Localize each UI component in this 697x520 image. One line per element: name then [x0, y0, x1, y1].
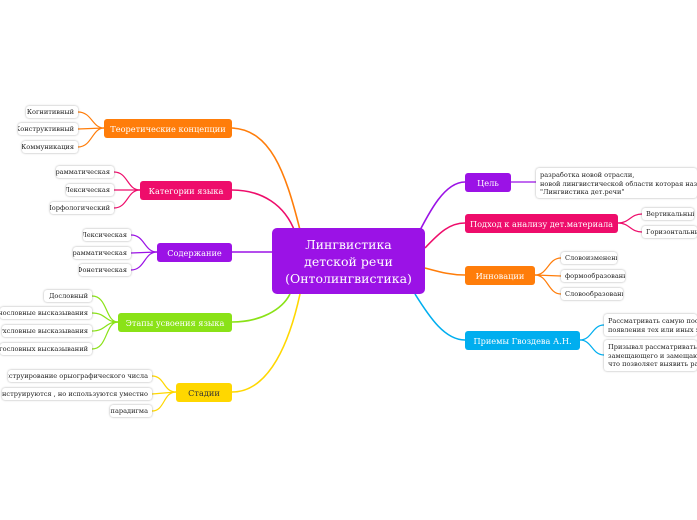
- leaf-gorizontalnyy[interactable]: Горизонтальный: [642, 226, 697, 238]
- leaf-leksicheskaya-1[interactable]: Лексическая: [66, 184, 114, 196]
- leaf-leksicheskaya-2[interactable]: Лексическая: [83, 229, 131, 241]
- leaf-priemy-1-line-1: Рассматривать самую послед: [608, 317, 697, 325]
- topic-tsel[interactable]: Цель: [465, 173, 511, 192]
- leaf-slovoizmeneniya[interactable]: Словоизменения: [561, 252, 617, 264]
- connector-etapy: [231, 293, 291, 323]
- leaf-priemy-2-line-2: замещающего и замещающего: [608, 351, 697, 360]
- leaf-priemy-2-line-1: Призывал рассматривать соо: [608, 343, 697, 351]
- leaf-paradigma[interactable]: парадигма: [110, 405, 152, 417]
- connector-stadii: [231, 293, 301, 393]
- leaf-kognitivnyy[interactable]: Когнитивный: [26, 106, 78, 118]
- topic-priemy-gvozdeva[interactable]: Приемы Гвоздева А.Н.: [465, 331, 580, 350]
- leaf-doslovnyy[interactable]: Дословный: [44, 290, 92, 302]
- leaf-skonstruirovanie[interactable]: сконструирование орыографического числа: [8, 370, 152, 382]
- leaf-tsel-line-1: разработка новой отрасли,: [540, 171, 635, 179]
- leaf-rassmatrivat-posledovatelnost[interactable]: Рассматривать самую послед появления тех…: [604, 314, 697, 336]
- topic-kategorii-yazyka[interactable]: Категории языка: [140, 181, 232, 200]
- leaf-konstruktivnyy[interactable]: Конструктивный: [18, 123, 78, 135]
- leaf-grammaticheskaya-2[interactable]: Грамматическая: [73, 247, 131, 259]
- leaf-vertikalnyy[interactable]: Вертикальный: [642, 208, 694, 220]
- leaf-tsel-line-3: "Лингвистика дет.речи": [540, 188, 625, 197]
- topic-etapy-usvoeniya[interactable]: Этапы усвоения языка: [118, 313, 232, 332]
- leaf-tsel-line-2: новой лингвистической области которая на…: [540, 179, 697, 188]
- leaf-mnogoslovnye[interactable]: многословных высказываний: [0, 343, 92, 355]
- connector-priemy: [414, 293, 466, 341]
- connector-innovatsii: [424, 267, 466, 276]
- topic-podkhod-k-analizu[interactable]: Подход к анализу дет.материала: [465, 214, 618, 233]
- leaf-formoobrazovanie[interactable]: формообразование: [561, 270, 625, 282]
- topic-teoreticheskie-kontseptsii[interactable]: Теоретические концепции: [104, 119, 232, 138]
- topic-stadii[interactable]: Стадии: [176, 383, 232, 402]
- central-topic-line-3: (Онтолингвистика): [285, 270, 412, 286]
- central-topic-line-2: детской речи: [304, 253, 393, 269]
- leaf-odnoslovnye[interactable]: однословные высказывания: [0, 307, 92, 319]
- leaf-priemy-2-line-3: что позволяет выявить разли: [608, 360, 697, 369]
- connector-kategorii: [231, 189, 296, 233]
- leaf-kommunikatsiya[interactable]: Коммуникация: [22, 141, 78, 153]
- topic-innovatsii[interactable]: Инновации: [465, 266, 535, 285]
- topic-soderzhanie[interactable]: Содержание: [157, 243, 232, 262]
- connector-teoreticheskie: [231, 127, 301, 231]
- central-topic-line-1: Лингвистика: [305, 236, 392, 252]
- leaf-dvukhslovnye[interactable]: двухсловные высказывания: [2, 325, 92, 337]
- leaf-razrabotka-novoy-otrasli[interactable]: разработка новой отрасли, новой лингвист…: [536, 168, 697, 198]
- leaf-ne-konstruiruyutsya[interactable]: не конструируются , но используются умес…: [2, 388, 152, 400]
- leaf-foneticheskaya[interactable]: Фонетическая: [79, 264, 131, 276]
- connector-podkhod: [424, 222, 466, 249]
- leaf-morfologicheskiy[interactable]: Морфологический: [50, 202, 114, 214]
- central-topic[interactable]: Лингвистика детской речи (Онтолингвистик…: [272, 228, 425, 294]
- leaf-prizyval-rassmatrivat[interactable]: Призывал рассматривать соо замещающего и…: [604, 340, 697, 371]
- leaf-slovoobrazovaniya[interactable]: Словообразования: [561, 288, 623, 300]
- leaf-grammaticheskaya-1[interactable]: Грамматическая: [56, 166, 114, 178]
- leaf-priemy-1-line-2: появления тех или иных элем: [608, 325, 697, 334]
